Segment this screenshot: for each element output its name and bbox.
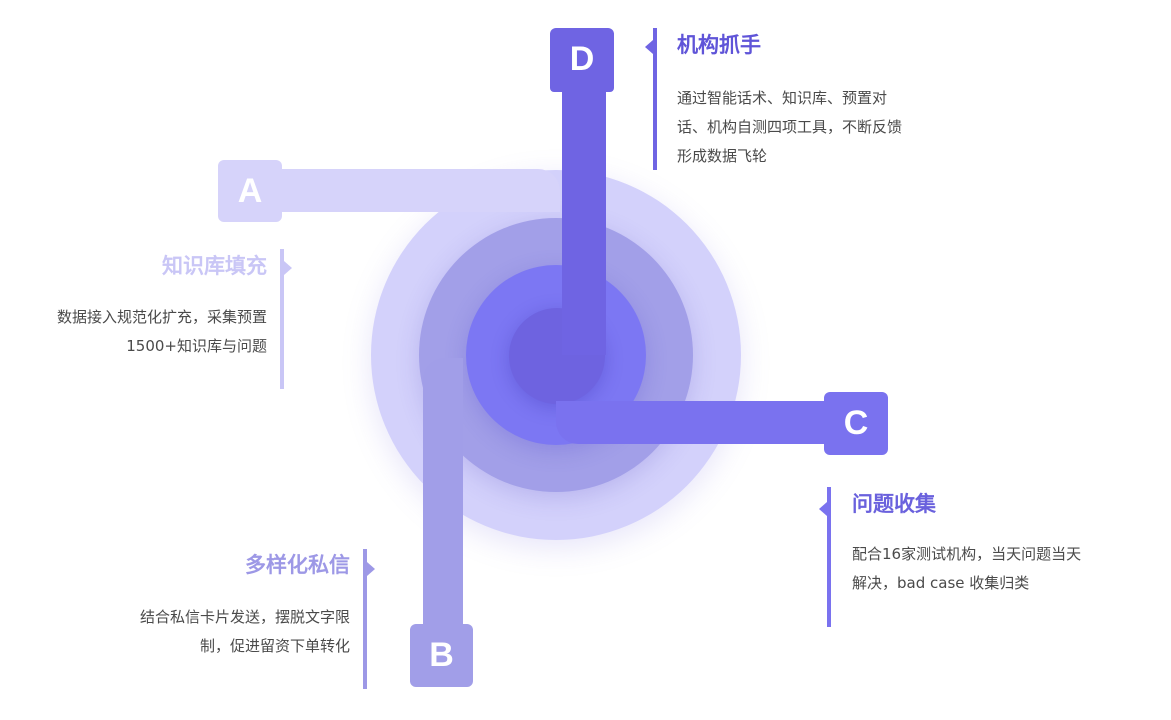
section-d-line: 形成数据飞轮 [677, 147, 768, 165]
section-c-line: 配合16家测试机构，当天问题当天 [852, 545, 1082, 563]
arm-c [556, 401, 831, 444]
section-b-line: 结合私信卡片发送，摆脱文字限 [139, 608, 350, 626]
arm-d [562, 80, 606, 355]
tile-c: C [824, 392, 888, 455]
section-a-line: 1500+知识库与问题 [126, 337, 267, 355]
arm-b [423, 358, 463, 643]
section-a-title: 知识库填充 [162, 254, 267, 278]
tile-d: D [550, 28, 614, 90]
marker-b [363, 549, 367, 689]
section-b-line: 制，促进留资下单转化 [199, 637, 350, 655]
section-c-title: 问题收集 [852, 492, 936, 516]
marker-a-notch [284, 261, 292, 275]
tile-a: A [218, 160, 282, 222]
section-d-title: 机构抓手 [677, 33, 761, 57]
tile-b: B [410, 624, 473, 687]
arm-a [280, 169, 560, 212]
section-d-line: 话、机构自测四项工具，不断反馈 [677, 118, 903, 136]
marker-d [653, 28, 657, 170]
section-a-desc: 数据接入规范化扩充，采集预置 1500+知识库与问题 [57, 303, 267, 361]
section-c-desc: 配合16家测试机构，当天问题当天 解决，bad case 收集归类 [852, 540, 1081, 598]
section-b-title: 多样化私信 [245, 553, 350, 577]
marker-c-notch [819, 502, 827, 516]
section-d-desc: 通过智能话术、知识库、预置对 话、机构自测四项工具，不断反馈 形成数据飞轮 [677, 84, 902, 171]
marker-d-notch [645, 40, 653, 54]
section-c-line: 解决，bad case 收集归类 [852, 574, 1030, 592]
marker-b-notch [367, 562, 375, 576]
section-d-line: 通过智能话术、知识库、预置对 [677, 89, 888, 107]
marker-a [280, 249, 284, 389]
marker-c [827, 487, 831, 627]
section-a-line: 数据接入规范化扩充，采集预置 [56, 308, 267, 326]
section-b-desc: 结合私信卡片发送，摆脱文字限 制，促进留资下单转化 [140, 603, 350, 661]
